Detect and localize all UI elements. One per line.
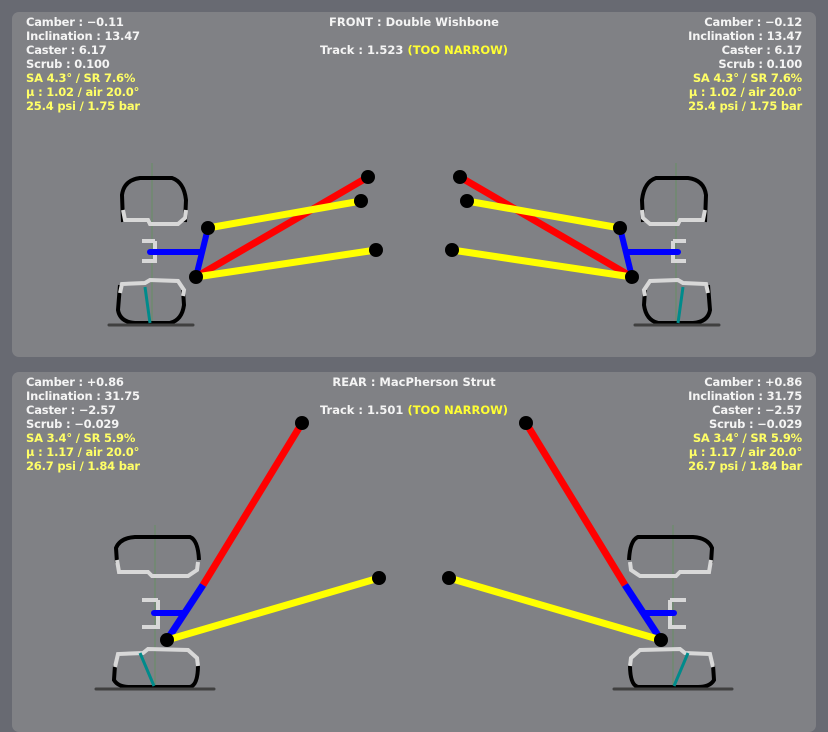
rear-left-suspension <box>96 416 386 690</box>
friction-readout: μ : 1.02 / air 20.0° <box>26 85 140 99</box>
rear-right-stats: Camber : +0.86 Inclination : 31.75 Caste… <box>688 375 802 473</box>
front-left-stats: Camber : −0.11 Inclination : 13.47 Caste… <box>26 15 140 113</box>
rear-title: REAR : MacPherson Strut <box>332 375 496 389</box>
slip-readout: SA 3.4° / SR 5.9% <box>692 431 802 445</box>
track-value: Track : 1.523 <box>319 43 404 57</box>
camber-readout: Camber : +0.86 <box>704 375 802 389</box>
suspension-diagram <box>0 0 828 717</box>
slip-readout: SA 3.4° / SR 5.9% <box>26 431 136 445</box>
inclination-readout: Inclination : 31.75 <box>26 389 140 403</box>
caster-readout: Caster : 6.17 <box>721 43 803 57</box>
front-title: FRONT : Double Wishbone <box>329 15 499 29</box>
scrub-readout: Scrub : 0.100 <box>26 57 110 71</box>
track-value: Track : 1.501 <box>319 403 404 417</box>
pressure-readout: 25.4 psi / 1.75 bar <box>26 99 140 113</box>
inclination-readout: Inclination : 31.75 <box>688 389 802 403</box>
friction-readout: μ : 1.02 / air 20.0° <box>688 85 802 99</box>
friction-readout: μ : 1.17 / air 20.0° <box>688 445 802 459</box>
caster-readout: Caster : 6.17 <box>26 43 107 57</box>
scrub-readout: Scrub : 0.100 <box>718 57 802 71</box>
slip-readout: SA 4.3° / SR 7.6% <box>692 71 802 85</box>
camber-readout: Camber : −0.12 <box>704 15 802 29</box>
rear-suspension-panel: Camber : +0.86 Inclination : 31.75 Caste… <box>12 372 816 732</box>
track-warning: (TOO NARROW) <box>407 403 509 417</box>
inclination-readout: Inclination : 13.47 <box>26 29 140 43</box>
rear-track: Track : 1.501 (TOO NARROW) <box>12 403 816 417</box>
slip-readout: SA 4.3° / SR 7.6% <box>26 71 136 85</box>
camber-readout: Camber : −0.11 <box>26 15 124 29</box>
pressure-readout: 25.4 psi / 1.75 bar <box>688 99 802 113</box>
caster-readout: Caster : −2.57 <box>712 403 802 417</box>
caster-readout: Caster : −2.57 <box>26 403 116 417</box>
pressure-readout: 26.7 psi / 1.84 bar <box>26 459 140 473</box>
camber-readout: Camber : +0.86 <box>26 375 124 389</box>
scrub-readout: Scrub : −0.029 <box>708 417 802 431</box>
pressure-readout: 26.7 psi / 1.84 bar <box>688 459 802 473</box>
front-track: Track : 1.523 (TOO NARROW) <box>12 43 816 57</box>
track-warning: (TOO NARROW) <box>407 43 509 57</box>
rear-left-stats: Camber : +0.86 Inclination : 31.75 Caste… <box>26 375 140 473</box>
front-right-stats: Camber : −0.12 Inclination : 13.47 Caste… <box>688 15 802 113</box>
friction-readout: μ : 1.17 / air 20.0° <box>26 445 140 459</box>
front-left-suspension <box>109 163 383 325</box>
scrub-readout: Scrub : −0.029 <box>26 417 120 431</box>
rear-right-suspension <box>442 416 732 690</box>
front-right-suspension <box>445 163 719 325</box>
inclination-readout: Inclination : 13.47 <box>688 29 802 43</box>
